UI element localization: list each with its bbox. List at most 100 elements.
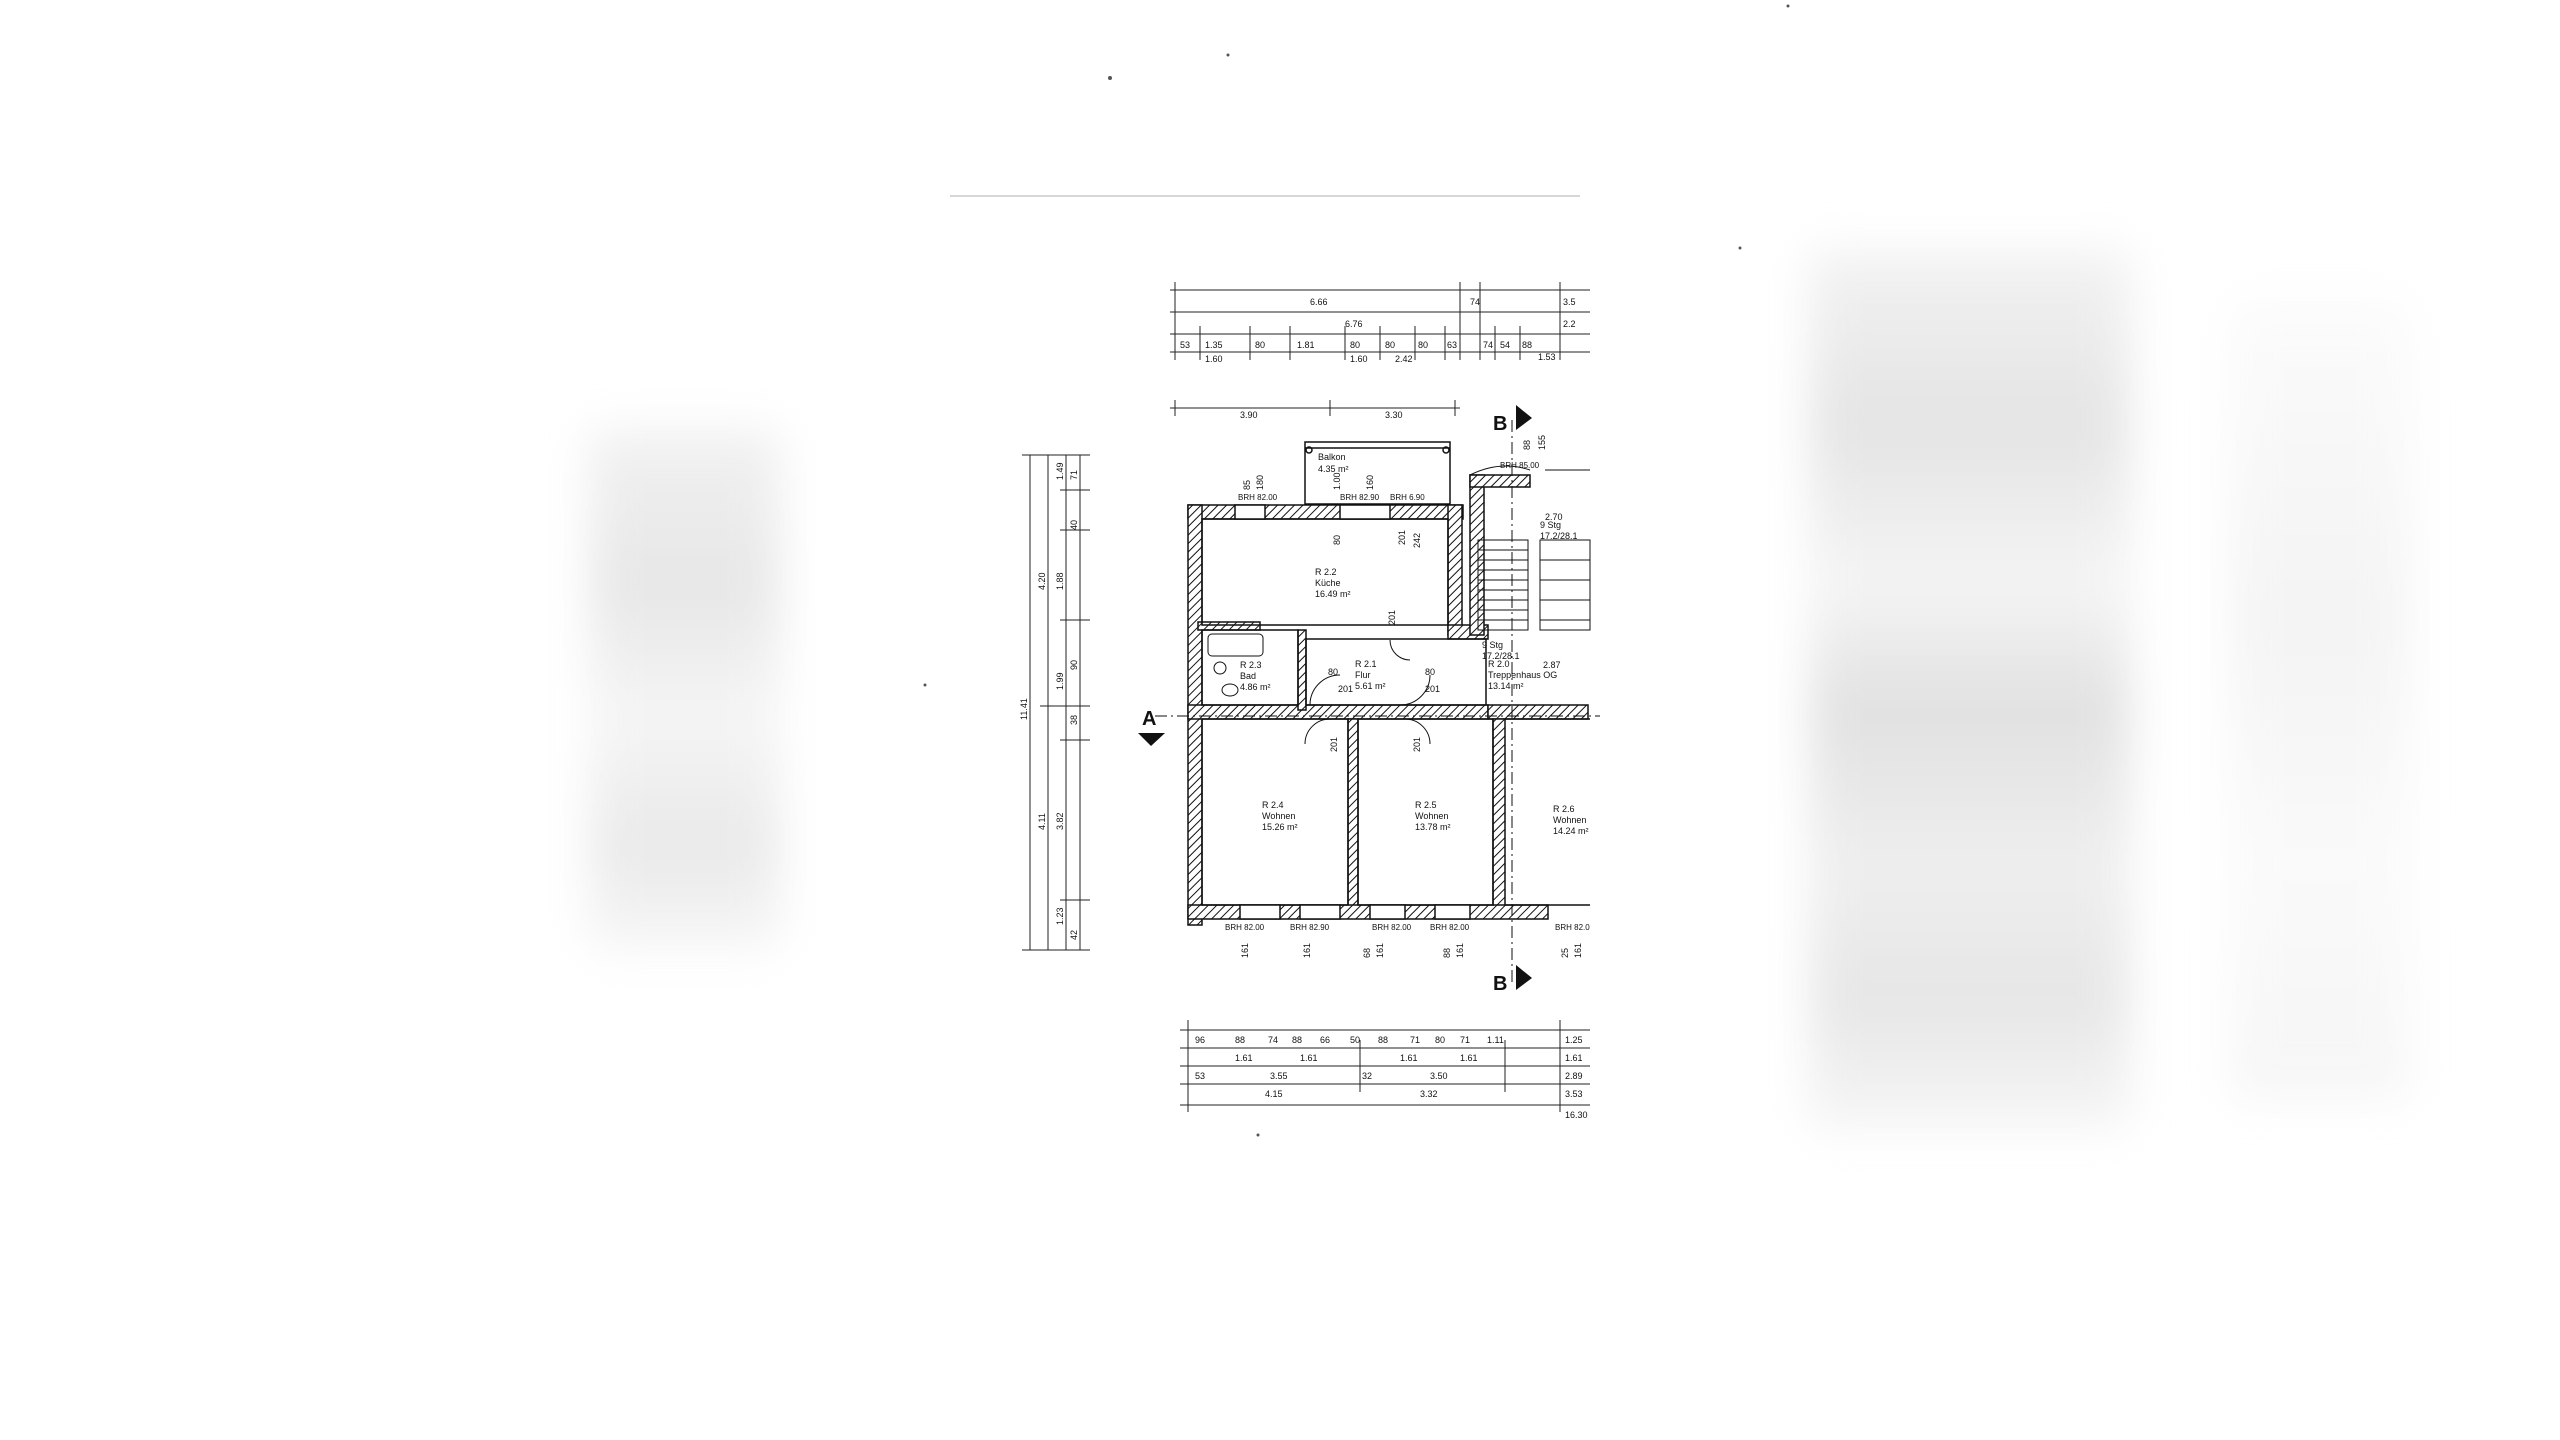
stair-ratio-upper: 17.2/28.1 <box>1540 531 1578 541</box>
window-dim: 180 <box>1255 475 1265 490</box>
window-dim: 80 <box>1332 535 1342 545</box>
brh-label: BRH 85.00 <box>1500 461 1540 470</box>
dim-label: 16.30 <box>1565 1110 1588 1120</box>
room-id-bad: R 2.3 <box>1240 660 1262 670</box>
room-area-balkon: 4.35 m² <box>1318 464 1349 474</box>
room-area-kueche: 16.49 m² <box>1315 589 1351 599</box>
window-dim: 88 <box>1442 948 1452 958</box>
bottom-dimension-labels: 96 88 74 88 66 50 88 71 80 71 1.11 1.25 … <box>1195 1035 1588 1120</box>
brh-label: BRH 82.00 <box>1430 923 1470 932</box>
door-labels: 201 201 201 201 201 201 80 80 <box>1328 530 1440 752</box>
dim-label: 6.66 <box>1310 297 1328 307</box>
brh-label: BRH 82.0 <box>1555 923 1590 932</box>
dim-label: 1.53 <box>1538 352 1556 362</box>
window-dim: 155 <box>1537 435 1547 450</box>
window-dim: 88 <box>1522 440 1532 450</box>
dim-label: 80 <box>1255 340 1265 350</box>
window-dim: 242 <box>1412 533 1422 548</box>
dim-label: 2.42 <box>1395 354 1413 364</box>
room-area-bad: 4.86 m² <box>1240 682 1271 692</box>
dim-label: 1.88 <box>1055 572 1065 590</box>
dim-label: 1.61 <box>1235 1053 1253 1063</box>
door-label: 201 <box>1412 737 1422 752</box>
room-id-balkon: Balkon <box>1318 452 1346 462</box>
dim-label: 2.89 <box>1565 1071 1583 1081</box>
room-labels: R 2.2 Küche 16.49 m² R 2.3 Bad 4.86 m² R… <box>1240 567 1589 836</box>
dim-label: 1.25 <box>1565 1035 1583 1045</box>
dim-label: 6.76 <box>1345 319 1363 329</box>
room-name-kueche: Küche <box>1315 578 1341 588</box>
dim-label: 63 <box>1447 340 1457 350</box>
scan-speckles <box>923 4 1790 1137</box>
dim-label: 80 <box>1418 340 1428 350</box>
dim-label: 74 <box>1483 340 1493 350</box>
window-dim: 161 <box>1302 943 1312 958</box>
dim-label: 1.61 <box>1400 1053 1418 1063</box>
window-dim: 25 <box>1560 948 1570 958</box>
dim-label: 88 <box>1378 1035 1388 1045</box>
section-label-b-bottom: B <box>1493 973 1507 995</box>
dim-label: 38 <box>1069 715 1079 725</box>
room-id-wohnen-24: R 2.4 <box>1262 800 1284 810</box>
dim-label: 11.41 <box>1019 698 1029 720</box>
dim-label: 3.30 <box>1385 410 1403 420</box>
room-area-flur: 5.61 m² <box>1355 681 1386 691</box>
left-dimension-labels: 11.41 4.20 4.11 1.49 1.88 1.99 3.82 1.23… <box>1019 462 1079 940</box>
room-name-treppenhaus: Treppenhaus OG <box>1488 670 1557 680</box>
dim-label: 80 <box>1350 340 1360 350</box>
dim-label: 54 <box>1500 340 1510 350</box>
blurred-right-edge <box>2230 300 2410 1100</box>
doors <box>1304 639 1431 745</box>
dim-label: 50 <box>1350 1035 1360 1045</box>
brh-label: BRH 82.00 <box>1372 923 1412 932</box>
dim-label: 4.11 <box>1037 813 1047 830</box>
window-dim: 161 <box>1573 943 1583 958</box>
staircase <box>1469 465 1591 631</box>
windows <box>1234 504 1471 920</box>
window-dim: 161 <box>1455 943 1465 958</box>
dim-label: 96 <box>1195 1035 1205 1045</box>
dim-label: 1.11 <box>1487 1035 1504 1045</box>
dim-label: 1.23 <box>1055 907 1065 925</box>
dim-label: 1.61 <box>1565 1053 1583 1063</box>
dim-label: 80 <box>1435 1035 1445 1045</box>
room-id-kueche: R 2.2 <box>1315 567 1337 577</box>
brh-label: BRH 82.00 <box>1238 493 1278 502</box>
dim-label: 3.32 <box>1420 1089 1438 1099</box>
section-markers: A B B <box>1138 405 1600 995</box>
dim-label: 90 <box>1069 660 1079 670</box>
window-dim: 160 <box>1365 475 1375 490</box>
left-dimension-chains <box>1022 454 1090 951</box>
dim-label: 1.81 <box>1297 340 1315 350</box>
door-label: 80 <box>1328 667 1338 677</box>
brh-label: BRH 82.90 <box>1340 493 1380 502</box>
dim-label: 74 <box>1470 297 1480 307</box>
bath-fixtures <box>1207 633 1264 697</box>
brh-label: BRH 6.90 <box>1390 493 1425 502</box>
top-dimension-chains <box>1170 282 1590 416</box>
dim-label: 3.53 <box>1565 1089 1583 1099</box>
dim-label: 71 <box>1460 1035 1470 1045</box>
dim-label: 3.50 <box>1430 1071 1448 1081</box>
stair-count-lower: 9 Stg <box>1482 640 1503 650</box>
interior-lines <box>1201 518 1590 906</box>
room-name-wohnen-25: Wohnen <box>1415 811 1448 821</box>
dim-label: 1.35 <box>1205 340 1223 350</box>
room-id-wohnen-25: R 2.5 <box>1415 800 1437 810</box>
room-area-treppenhaus: 13.14 m² <box>1488 681 1524 691</box>
door-label: 80 <box>1425 667 1435 677</box>
door-label: 201 <box>1397 530 1407 545</box>
room-name-flur: Flur <box>1355 670 1371 680</box>
top-dimension-labels: 6.66 74 3.5 6.76 2.2 53 1.35 80 1.81 80 … <box>1180 297 1576 420</box>
dim-label: 53 <box>1195 1071 1205 1081</box>
room-name-wohnen-24: Wohnen <box>1262 811 1295 821</box>
dim-label: 3.5 <box>1563 297 1576 307</box>
dim-label: 71 <box>1410 1035 1420 1045</box>
blurred-left-panel <box>590 430 780 950</box>
dim-label: 2.2 <box>1563 319 1576 329</box>
room-name-bad: Bad <box>1240 671 1256 681</box>
stair-level-lower: 2.87 <box>1543 660 1561 670</box>
dim-label: 1.99 <box>1055 672 1065 690</box>
door-label: 201 <box>1338 684 1353 694</box>
